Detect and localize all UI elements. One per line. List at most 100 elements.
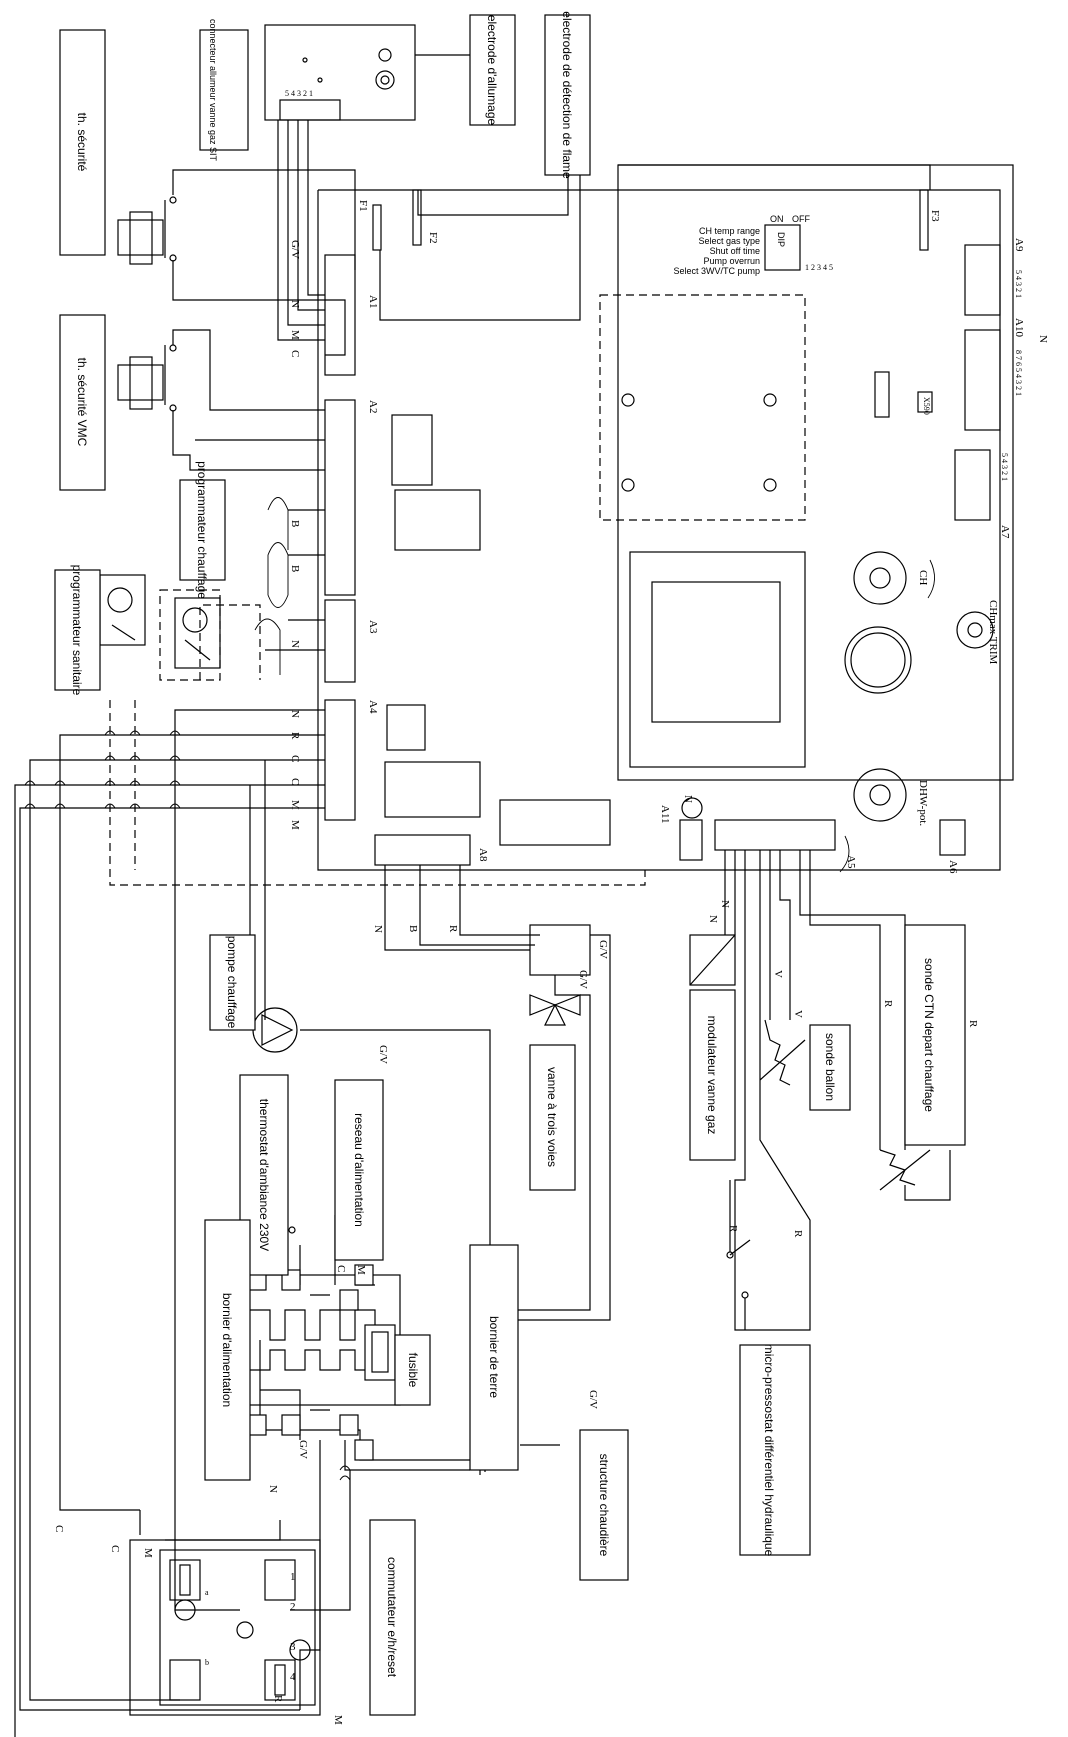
wire-m-a4a: M [289,800,301,810]
wire-c-a1: C [289,350,301,357]
wire-gv-structure: G/V [587,1390,599,1409]
dip-off-label: OFF [792,214,810,224]
dip-option-4: Pump overrun [703,256,760,266]
wire-n-mod-b: N [719,900,731,908]
fuse-f2-label: F2 [427,232,439,244]
bornier-alimentation-terminals [244,1214,401,1461]
wire-r-comm: R [272,1695,284,1703]
th-securite-switch [117,196,177,265]
wire-gv-vanne-a: G/V [597,940,609,959]
wire-b-a8: B [407,925,419,932]
wire-c-a4b: C [289,778,301,785]
wire-r-ctn-b: R [967,1020,979,1028]
sit-connector: 5 4 3 2 1 [264,24,416,121]
wire-n-mod-a: N [707,915,719,923]
pot-chmax-label: CHmax TRIM [987,600,999,664]
wire-n-a3: N [289,640,301,648]
wire-c-comm-b: C [109,1545,121,1552]
wire-m-comm-b: M [332,1715,344,1725]
micro-pressostat-switch [726,1180,751,1330]
wire-v-b: V [792,1010,804,1018]
conn-a7-label: A7 [999,525,1011,539]
dip-option-3: Shut off time [710,246,760,256]
wire-gv-pompe: G/V [377,1045,389,1064]
micro-pressostat-label: micro-pressostat différentiel hydrauliqu… [762,1344,776,1557]
modulateur-label: modulateur vanne gaz [705,1016,719,1135]
conn-a1-label: A1 [367,295,379,308]
th-securite-vmc-label: th. sécurité VMC [75,358,89,447]
sonde-ballon-resistor [759,1019,806,1086]
reseau-alimentation-label: reseau d'alimentation [352,1113,366,1227]
dip-option-5: Select 3WV/TC pump [673,266,760,276]
label-boxes: th. sécurité th. sécurité VMC connecteur… [54,11,966,1716]
wires [14,40,931,1737]
wire-n-a1: N [289,300,301,308]
programmateur-sanitaire-label: programmateur sanitaire [70,565,84,696]
connecteur-sit-label: connecteur allumeur vanne gaz SIT [208,19,218,162]
wire-r-press-a: R [727,1225,739,1233]
dip-dip-label: DIP [776,232,786,247]
wire-r-a4: R [289,732,301,740]
wire-r-ctn-a: R [882,1000,894,1008]
commutateur-label: commutateur e/h/reset [385,1557,399,1678]
conn-a9-label: A9 [1013,238,1025,252]
pompe-symbol [252,1007,298,1053]
wire-m-reseau: M [355,1265,367,1275]
bornier-terre-label: bornier de terre [487,1316,501,1398]
switch-pin-a: a [205,1588,209,1597]
wire-b-a2a: B [289,520,301,527]
a10-pins: 8 7 6 5 4 3 2 1 [1014,350,1023,396]
dip-option-2: Select gas type [698,236,760,246]
wire-m-a4b: M [289,820,301,830]
th-securite-vmc-switch [117,344,177,412]
conn-a6-label: A6 [947,860,959,874]
dip-option-1: CH temp range [699,226,760,236]
wire-r-a8: R [447,925,459,933]
bornier-alimentation-label: bornier d'alimentation [220,1293,234,1407]
conn-a10-label: A10 [1013,318,1025,337]
conn-a8-label: A8 [477,848,489,862]
structure-chaudiere-label: structure chaudière [597,1454,611,1557]
sonde-ballon-label: sonde ballon [823,1033,837,1101]
electrode-detection-label: electrode de détection de flame [560,11,574,179]
conn-a5-label: A5 [845,855,857,869]
programmateur-chauffage-label: programmateur chauffage [195,461,209,599]
vanne-trois-voies-label: vanne à trois voies [545,1067,559,1167]
conn-a2-label: A2 [367,400,379,413]
sonde-ctn-label: sonde CTN depart chauffage [922,958,936,1112]
jumper-label: X590 [922,397,931,415]
programmateur-chauffage-symbol [159,589,221,681]
commutateur-switch: a b 1 2 3 4 [129,1539,321,1716]
fuse-f3-label: F3 [929,210,941,222]
conn-a3-label: A3 [367,620,379,634]
pot-dhw-label: DHW-pot. [917,780,929,826]
wire-c-comm-a: C [53,1525,65,1532]
fuse-f1-label: F1 [357,200,369,212]
wire-c-reseau: C [335,1265,347,1272]
sit-pins: 5 4 3 2 1 [285,89,313,98]
wire-n-a4: N [289,710,301,718]
wire-b-a2b: B [289,565,301,572]
wire-n-a11: N [682,795,694,803]
pot-ch-label: CH [917,570,929,585]
wire-gv-bornier: G/V [297,1440,309,1459]
programmateur-sanitaire-symbol [99,574,146,646]
wire-n-a8: N [372,925,384,933]
wire-gv-vanne-b: G/V [577,970,589,989]
switch-pin-2: 2 [290,1601,296,1613]
switch-pin-1: 1 [290,1571,296,1583]
wire-v-a: V [772,970,784,978]
wire-c-a4a: C [289,755,301,762]
conn-a11-label: A11 [659,805,671,824]
electrode-allumage-label: electrode d'allumage [485,15,499,126]
th-securite-label: th. sécurité [75,113,89,172]
conn-a4-label: A4 [367,700,379,714]
modulateur-symbol [689,934,736,986]
wire-n-bornier: N [267,1485,279,1493]
wire-n-a10: N [1037,335,1049,343]
fusible-label: fusible [406,1353,420,1388]
pompe-chauffage-label: pompe chauffage [225,936,239,1029]
a7-pins: 5 4 3 2 1 [1000,453,1009,481]
dip-on-label: ON [770,214,784,224]
